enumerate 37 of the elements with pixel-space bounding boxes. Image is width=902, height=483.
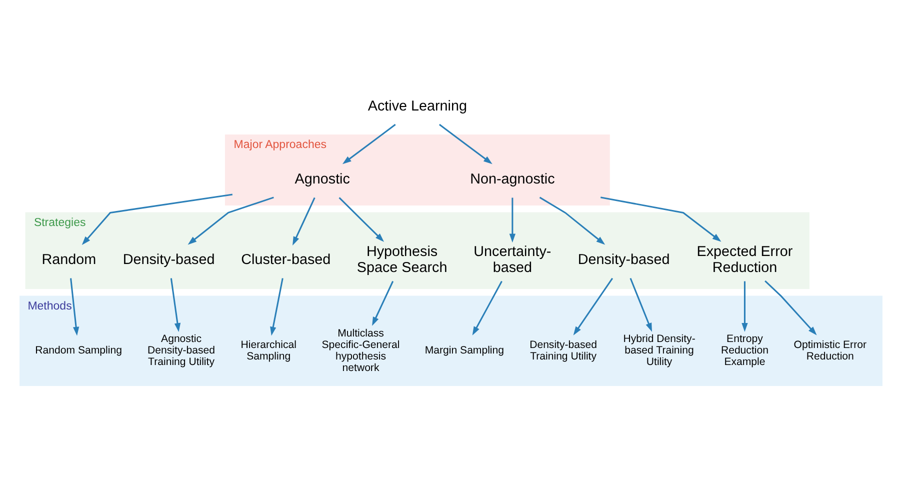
node-text: Hierarchical Sampling: [240, 338, 296, 362]
node-text: Multiclass Specific-General hypothesis network: [322, 327, 400, 374]
node-text: Random: [42, 252, 96, 268]
arrow: [509, 198, 516, 243]
node-text: Agnostic: [294, 171, 350, 188]
node-text: Random Sampling: [35, 344, 122, 357]
node-text: Non-agnostic: [470, 171, 555, 188]
node-text: Cluster-based: [241, 252, 331, 268]
node-text: Active Learning: [368, 98, 467, 114]
arrow: [764, 280, 817, 336]
node-text: Margin Sampling: [424, 344, 504, 357]
arrow: [170, 278, 181, 332]
arrow: [372, 280, 394, 326]
arrow: [630, 278, 652, 332]
node-text: Density-based Training Utility: [530, 338, 598, 362]
node-text: Expected Error Reduction: [696, 244, 793, 276]
arrow: [600, 196, 722, 242]
node-text: Density-based: [578, 252, 670, 268]
arrow: [438, 124, 492, 164]
arrow: [188, 196, 274, 245]
node-text: Hybrid Density-based Training Utility: [623, 333, 696, 368]
arrow: [82, 194, 233, 246]
node-text: Optimistic Error Reduction: [794, 338, 866, 362]
node-text: Density-based: [122, 252, 215, 268]
arrow: [70, 278, 80, 336]
arrow: [270, 278, 284, 336]
arrow: [292, 197, 316, 246]
node-text: Hypothesis Space Search: [356, 244, 448, 276]
arrow: [539, 196, 606, 245]
arrow: [573, 278, 614, 336]
node-text: Uncertainty-based: [474, 244, 552, 276]
node-text: Entropy Reduction Example: [720, 333, 768, 368]
arrow: [742, 281, 748, 332]
arrow: [342, 124, 396, 164]
node-text: Agnostic Density-based Training Utility: [148, 333, 215, 368]
arrow: [472, 280, 502, 336]
arrow: [338, 197, 384, 242]
